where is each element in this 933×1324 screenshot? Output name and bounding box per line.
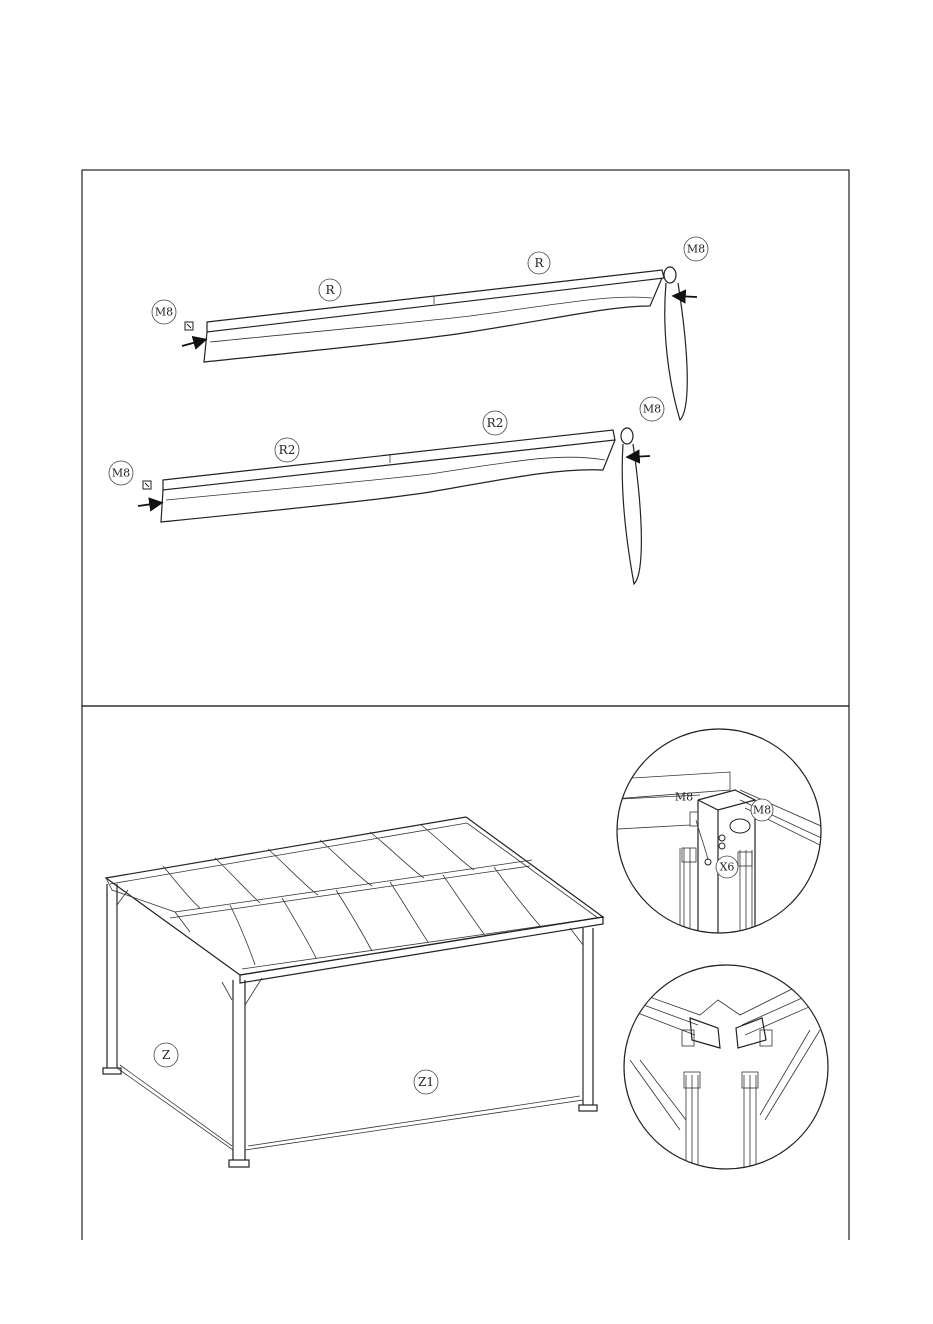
svg-text:M8: M8 xyxy=(687,243,705,256)
panel-1-frame xyxy=(82,170,849,706)
svg-text:R: R xyxy=(325,283,335,297)
svg-text:M8: M8 xyxy=(675,791,693,804)
label-r2-left: R2 xyxy=(275,438,299,462)
svg-text:Z: Z xyxy=(162,1048,170,1062)
label-m8-detail-left: M8 xyxy=(675,791,693,804)
label-m8-lower-right: M8 xyxy=(640,397,664,421)
upper-curtain xyxy=(182,267,697,420)
label-z: Z xyxy=(154,1043,178,1067)
label-x6-quantity: X6 xyxy=(716,856,738,878)
gazebo-drawing xyxy=(103,817,603,1167)
label-r-right: R xyxy=(528,252,550,274)
svg-text:Z1: Z1 xyxy=(418,1075,434,1089)
svg-text:M8: M8 xyxy=(112,467,130,480)
detail-circle-top xyxy=(600,729,830,940)
label-z1: Z1 xyxy=(414,1070,438,1094)
svg-text:M8: M8 xyxy=(643,403,661,416)
svg-text:R2: R2 xyxy=(487,416,504,430)
label-m8-detail-right: M8 xyxy=(751,799,773,821)
label-m8-lower-left: M8 xyxy=(109,461,133,485)
label-r-left: R xyxy=(319,279,341,301)
svg-text:M8: M8 xyxy=(155,306,173,319)
svg-text:M8: M8 xyxy=(753,804,771,817)
label-m8-upper-right: M8 xyxy=(684,237,708,261)
svg-text:R: R xyxy=(534,256,544,270)
label-m8-upper-left: M8 xyxy=(152,300,176,324)
svg-text:R2: R2 xyxy=(279,443,296,457)
screw-left-upper xyxy=(185,322,193,330)
screw-left-lower xyxy=(143,481,151,489)
svg-text:X6: X6 xyxy=(720,861,735,874)
label-r2-right: R2 xyxy=(483,411,507,435)
detail-circle-bottom xyxy=(624,965,828,1170)
lower-curtain xyxy=(138,428,650,584)
